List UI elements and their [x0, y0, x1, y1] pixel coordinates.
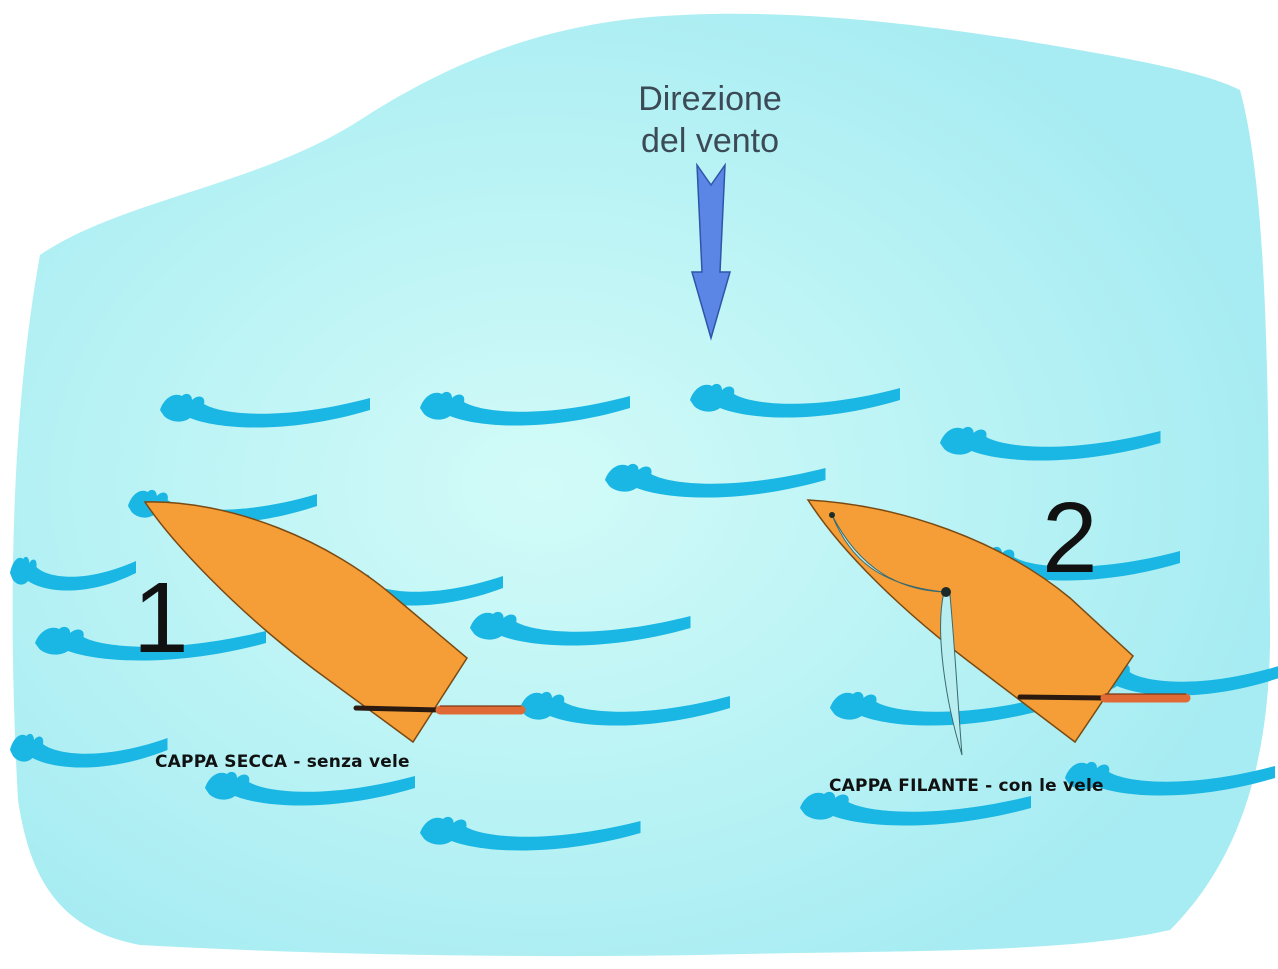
boat-2-mast — [941, 587, 951, 597]
boat-2-caption: CAPPA FILANTE - con le vele — [829, 776, 1104, 796]
boat-2-tiller — [1020, 697, 1105, 698]
boat-1-tiller — [356, 708, 440, 710]
wind-label-line2: del vento — [600, 120, 820, 162]
boat-1-caption: CAPPA SECCA - senza vele — [155, 752, 410, 772]
boat-2-bow-point — [829, 512, 835, 518]
wind-direction-label: Direzione del vento — [600, 78, 820, 162]
wind-label-line1: Direzione — [600, 78, 820, 120]
boat-2-number: 2 — [1042, 488, 1098, 588]
boat-1-number: 1 — [133, 568, 189, 668]
